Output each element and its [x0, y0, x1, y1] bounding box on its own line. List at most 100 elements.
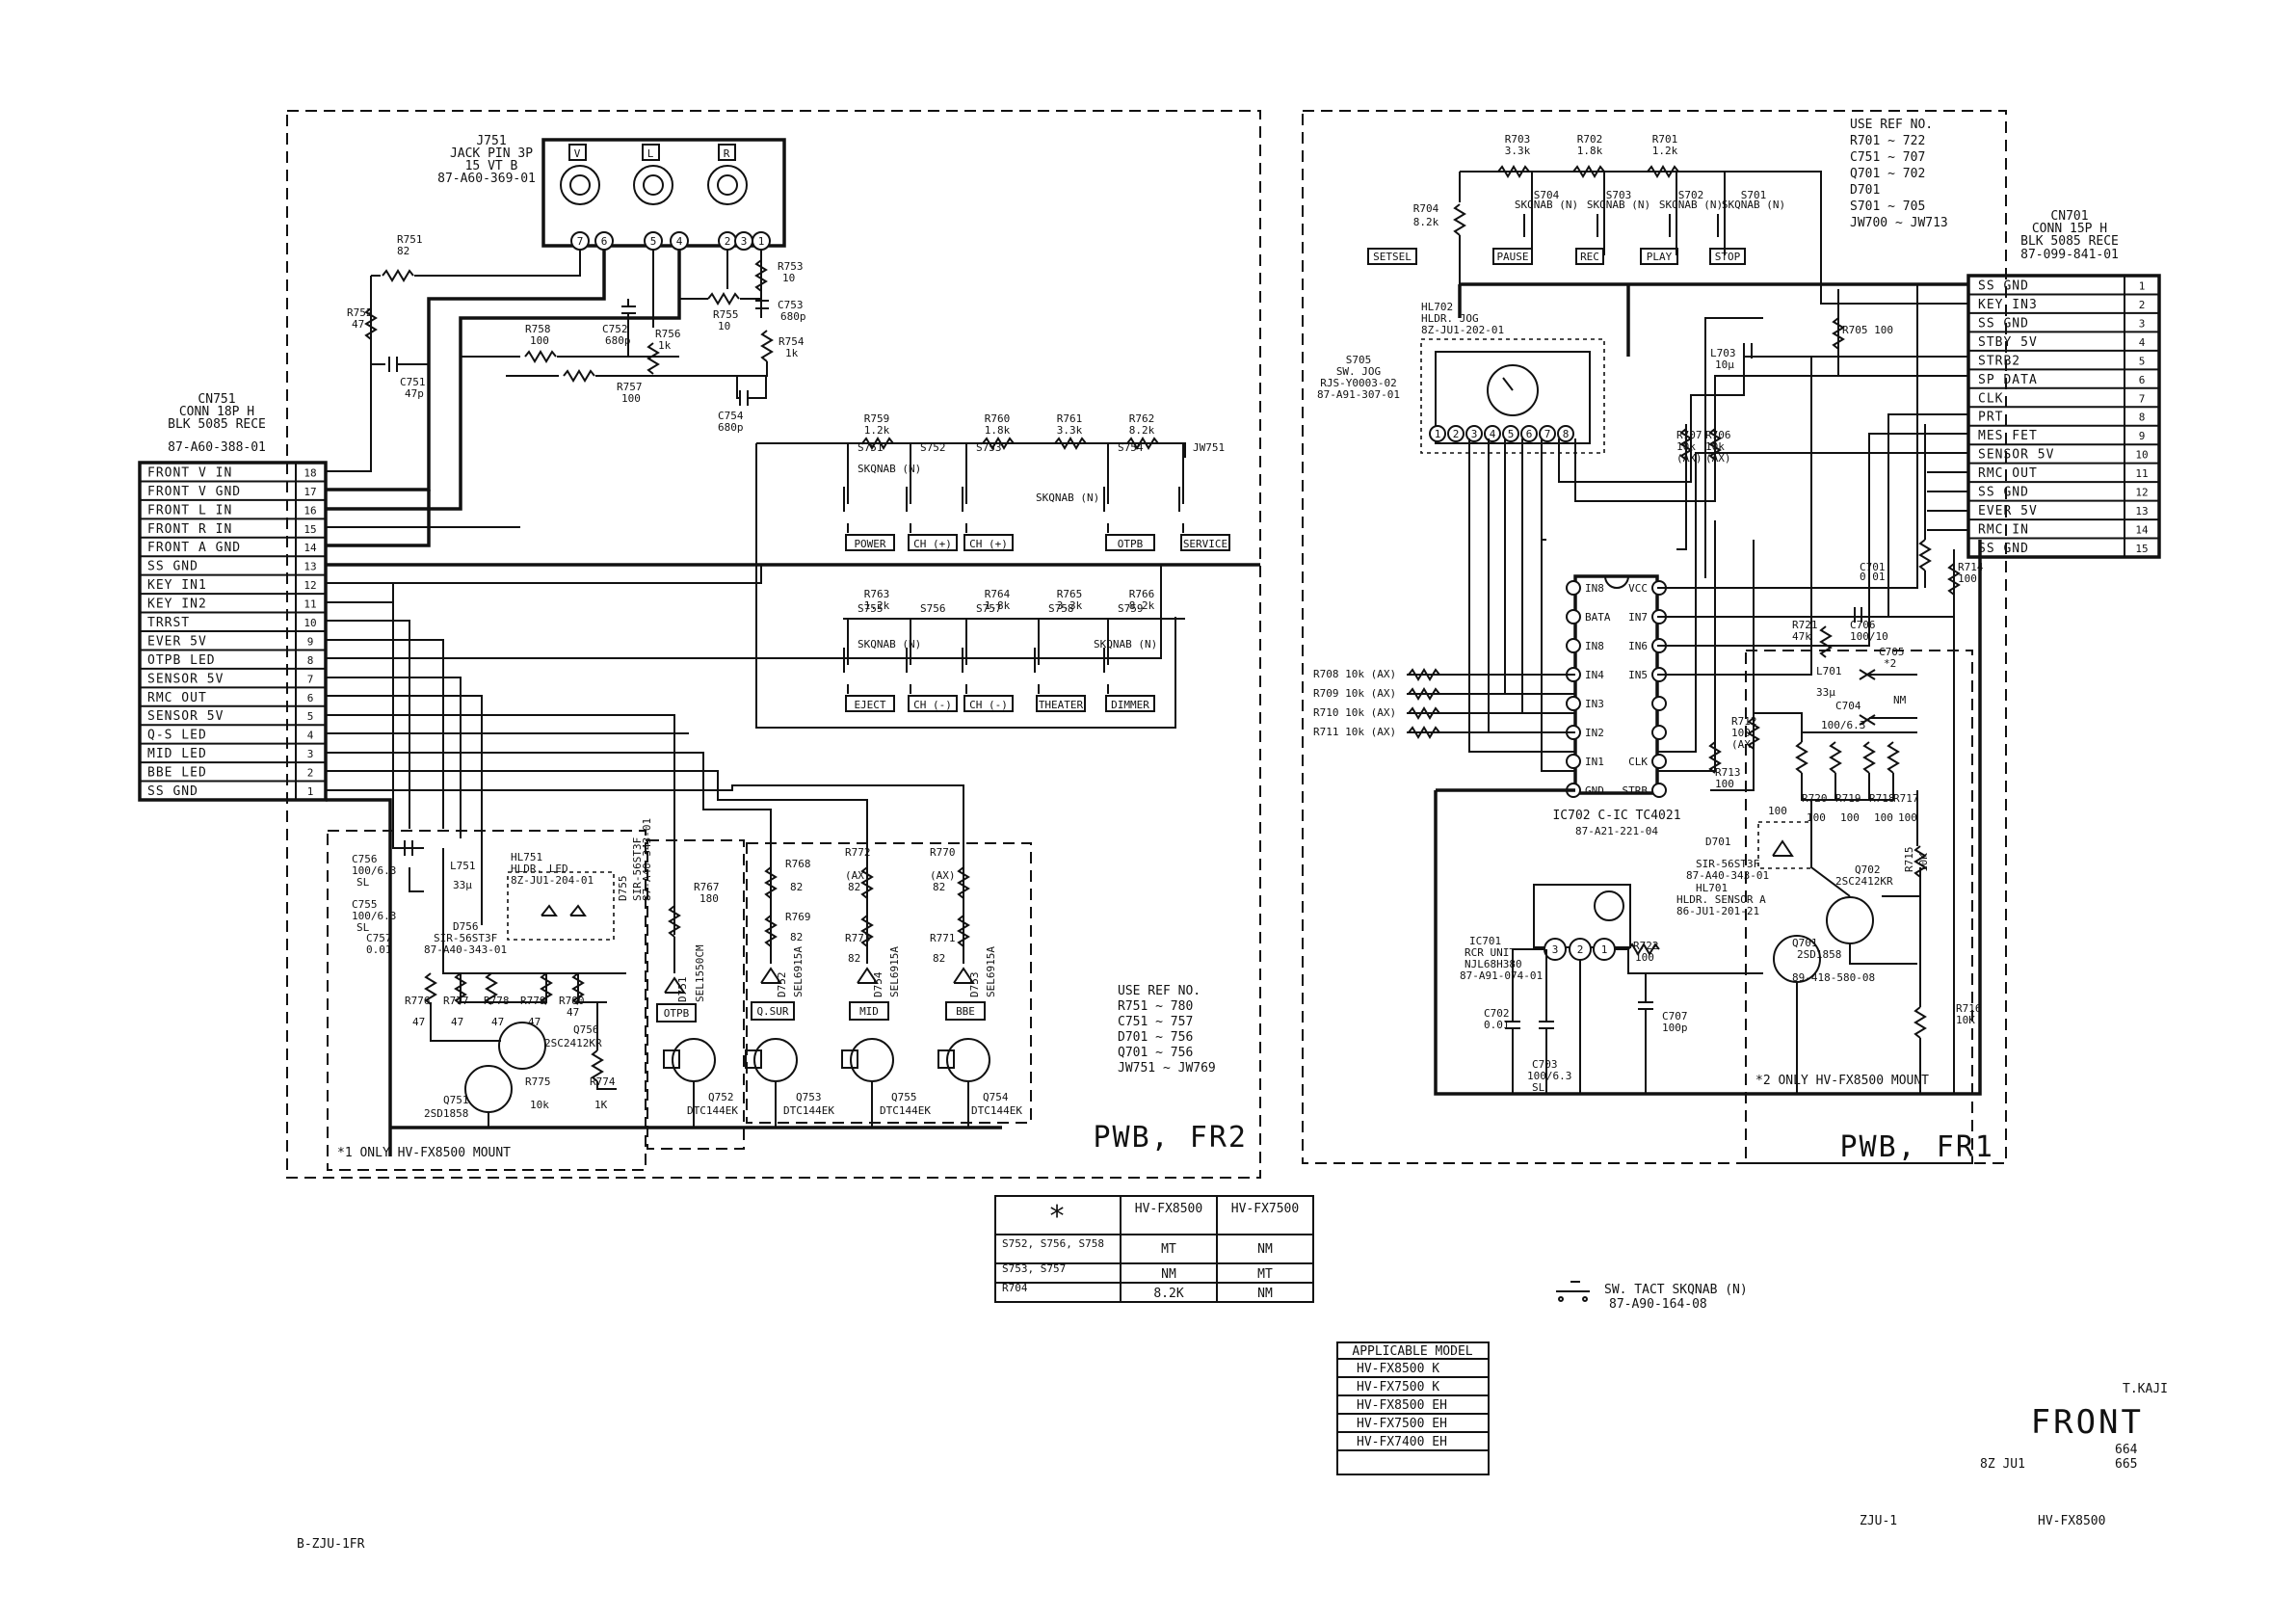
fr2-bot-key-label: EJECT [854, 699, 885, 711]
fr2-part-label: R773 [845, 932, 871, 944]
switch-legend: SW. TACT SKQNAB (N) 87-A90-164-08 [1556, 1281, 1748, 1312]
fr2-top-switch-ref: S752 [920, 441, 946, 454]
mount-table-cell: S752, S756, S758 [1002, 1237, 1104, 1250]
fr1-part-label: 10k [1705, 440, 1725, 453]
jog-pin [1447, 425, 1465, 442]
ic702-right-pin [1651, 754, 1667, 769]
fr2-top-res-ref: R760 [985, 412, 1011, 425]
fr1-part-label: C701 [1860, 561, 1886, 573]
fr2-top-res-val: 1.8k [985, 424, 1011, 437]
fr1-switch-ref: S703 [1606, 189, 1632, 201]
fr1-part-label: R707 [1676, 429, 1702, 441]
fr2-top-res-val: 8.2k [1129, 424, 1155, 437]
fr1-part-label: R718 [1869, 792, 1895, 805]
fr2-part-label: D756 [453, 920, 479, 933]
fr2-bot-key-label: CH (-) [913, 699, 952, 711]
cn751-pin-number: 18 [303, 466, 316, 479]
r704-val: 8.2k [1413, 216, 1439, 228]
fr2-top-switch-ref: S753 [976, 441, 1002, 454]
fr2-part-label: C751 [400, 376, 426, 388]
cn751-pin-name: FRONT A GND [147, 541, 241, 555]
fr2-part-label: 10 [782, 272, 795, 284]
cn701-pin-name: CLK [1978, 391, 2003, 406]
fr1-use-ref-line: USE REF NO. [1850, 118, 1933, 132]
fr2-part-label: 100/6.3 [352, 864, 396, 877]
fr2-part-label-rotated: SEL6915A [888, 946, 901, 997]
fr2-top-key-box [908, 534, 958, 551]
d701-area [1757, 821, 1812, 869]
j751-part: 87-A60-369-01 [437, 172, 536, 186]
cn751-pin-name: SS GND [147, 784, 198, 799]
cn701-pin-name: PRT [1978, 411, 2003, 425]
cn751-pin-name: EVER 5V [147, 634, 207, 649]
ic702-left-pin [1566, 580, 1581, 596]
cn751-pin-number: 4 [307, 730, 314, 742]
fr2-top-key-box [845, 534, 895, 551]
model-table-item: HV-FX8500 K [1357, 1362, 1439, 1376]
fr2-bot-switch-ref: S756 [920, 602, 946, 615]
cn751-pin-number: 9 [307, 635, 314, 648]
fr2-part-label: (AX) [930, 869, 956, 882]
fr2-part-label: DTC144EK [687, 1104, 738, 1117]
jog-pin [1520, 425, 1538, 442]
fr2-part-label: C755 [352, 898, 378, 911]
jog-pin-number: 5 [1508, 428, 1515, 440]
fr1-switch-type: SKQNAB (N) [1515, 199, 1578, 211]
jog-pin [1484, 425, 1501, 442]
fr1-use-ref-line: JW700 ~ JW713 [1850, 216, 1948, 230]
footer-664: 664 [2115, 1443, 2138, 1457]
cn701-pin-name: SS GND [1978, 316, 2029, 331]
fr1-part-label: R708 10k (AX) [1313, 668, 1396, 680]
fr2-part-label: 100 [530, 334, 549, 347]
ic702-left-pin [1566, 638, 1581, 653]
jog-pin-number: 4 [1490, 428, 1496, 440]
cn701-ref: CN701 [2050, 209, 2088, 224]
fr2-bot-switch-ref: S757 [976, 602, 1002, 615]
fr2-bot-res-val: 1.2k [864, 599, 890, 612]
fr2-top-res-val: 1.2k [864, 424, 890, 437]
fr2-part-label: 82 [933, 881, 945, 893]
fr2-part-label: 1k [658, 339, 672, 352]
fr2-top-res-val: 3.3k [1057, 424, 1083, 437]
fr2-part-label: Q751 [443, 1094, 469, 1106]
fr1-part-label: R720 [1802, 792, 1828, 805]
svg-text:5: 5 [650, 235, 657, 248]
ic702-ref: IC702 C-IC TC4021 [1552, 809, 1680, 823]
fr2-part-label: 47 [491, 1016, 504, 1028]
fr2-board-name: PWB, FR2 [1094, 1121, 1249, 1155]
fr1-part-label: *2 [1884, 657, 1896, 670]
skqnab-label: SKQNAB (N) [1036, 491, 1099, 504]
skqnab-label: SKQNAB (N) [858, 638, 921, 651]
fr2-part-label-rotated: D755 [617, 876, 629, 902]
cn701-part: 87-099-841-01 [2020, 248, 2119, 262]
svg-text:4: 4 [676, 235, 683, 248]
fr1-part-label: 100 [1898, 811, 1917, 824]
fr2-part-label: Q753 [796, 1091, 822, 1103]
cn751-pin-number: 13 [303, 561, 316, 573]
jog-pin-number: 6 [1526, 428, 1533, 440]
fr2-top-switch-ref: S754 [1118, 441, 1144, 454]
fr2-part-label: R758 [525, 323, 551, 335]
cn701-pin-number: 4 [2139, 336, 2146, 349]
cn701-pin-name: SS GND [1978, 542, 2029, 556]
s705-ref: S705 [1346, 354, 1372, 366]
fr1-part-label: R716 [1956, 1002, 1982, 1015]
fr2-bot-key-label: DIMMER [1111, 699, 1149, 711]
fr2-part-label: DTC144EK [971, 1104, 1022, 1117]
fr1-part-label: (AX) [1705, 452, 1731, 465]
fr2-bot-switch-ref: S759 [1118, 602, 1144, 615]
led-label-qsur: Q.SUR [756, 1005, 788, 1018]
j751-desc1: JACK PIN 3P [450, 146, 533, 161]
fr2-part-label: 100 [621, 392, 641, 405]
fr2-part-label: 47 [528, 1016, 541, 1028]
fr1-part-label: SIR-56ST3F [1696, 858, 1759, 870]
fr1-part-label: 100p [1662, 1022, 1688, 1034]
fr2-top-key-label: CH (+) [969, 538, 1008, 550]
cn701-pin-number: 7 [2139, 392, 2146, 405]
fr2-part-label-rotated: D753 [968, 972, 981, 998]
fr1-part-label: SL [1532, 1081, 1545, 1094]
